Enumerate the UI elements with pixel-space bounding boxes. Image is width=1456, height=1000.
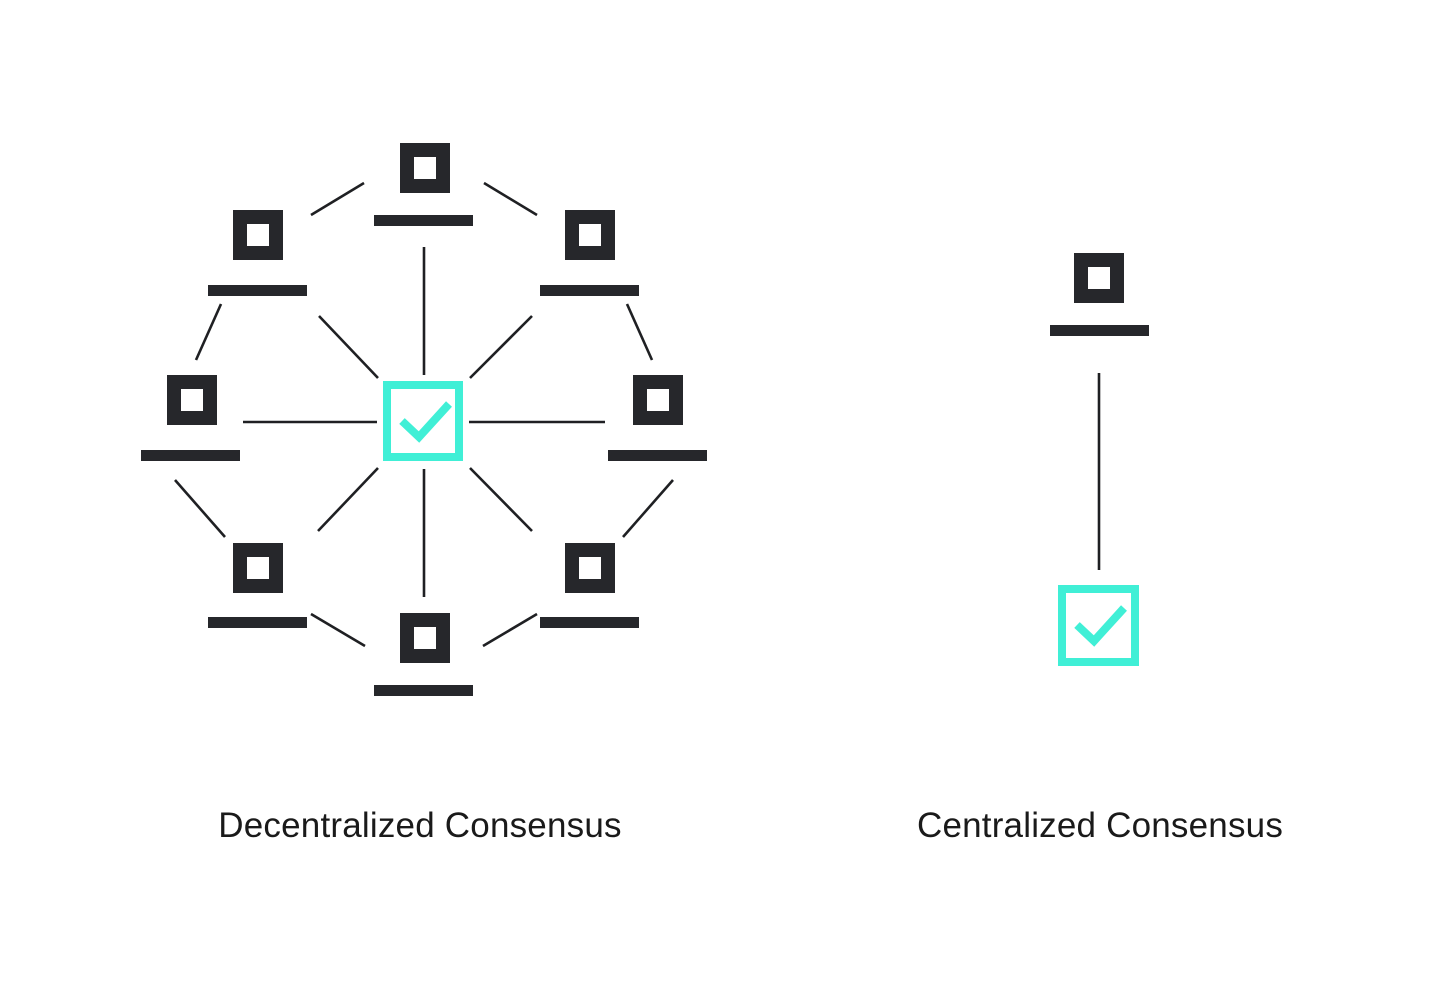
node-authority-square-icon <box>1074 253 1124 303</box>
centralized-check-box-border <box>1058 585 1139 666</box>
node-authority[interactable] <box>1050 253 1149 336</box>
node-sw[interactable] <box>208 543 307 628</box>
node-ne-bar-icon <box>540 285 639 296</box>
decentralized-check-box-border <box>383 381 463 461</box>
ring-link-ne-e <box>625 303 654 361</box>
node-se[interactable] <box>540 543 639 628</box>
node-n-bar-icon <box>374 215 473 226</box>
hub-spokes <box>243 247 605 597</box>
spoke-south-east <box>469 467 533 532</box>
ring-link-w-nw <box>194 303 223 361</box>
node-w-square-icon <box>167 375 217 425</box>
ring-links <box>174 181 674 648</box>
decentralized-check-box-bg <box>387 385 459 457</box>
decentralized-panel <box>141 143 707 696</box>
decentralized-checkmark-icon <box>399 401 452 443</box>
node-nw[interactable] <box>208 210 307 296</box>
node-e-square-icon <box>633 375 683 425</box>
caption-centralized: Centralized Consensus <box>916 806 1284 845</box>
ring-link-sw-s <box>310 612 366 648</box>
centralized-panel <box>1050 253 1149 666</box>
node-w-bar-icon <box>141 450 240 461</box>
node-n-square-icon <box>400 143 450 193</box>
caption-decentralized: Decentralized Consensus <box>218 806 622 845</box>
node-s-bar-icon <box>374 685 473 696</box>
node-se-square-icon <box>565 543 615 593</box>
node-ne[interactable] <box>540 210 639 296</box>
node-nw-square-icon <box>233 210 283 260</box>
decentralized-check-square-icon[interactable] <box>383 381 463 461</box>
node-s[interactable] <box>374 613 473 696</box>
node-ne-square-icon <box>565 210 615 260</box>
ring-link-e-se <box>622 479 674 538</box>
ring-link-s-se <box>482 612 538 648</box>
centralized-check-box-bg <box>1062 589 1135 662</box>
node-sw-bar-icon <box>208 617 307 628</box>
node-s-square-icon <box>400 613 450 663</box>
spoke-north-west <box>318 315 379 379</box>
node-n[interactable] <box>374 143 473 226</box>
ring-link-w-sw <box>174 479 226 538</box>
node-e-bar-icon <box>608 450 707 461</box>
ring-link-n-ne <box>483 181 538 217</box>
node-nw-bar-icon <box>208 285 307 296</box>
spoke-north-east <box>469 315 533 379</box>
spoke-south-west <box>317 467 379 532</box>
node-w[interactable] <box>141 375 240 461</box>
centralized-checkmark-icon <box>1074 605 1127 647</box>
node-e[interactable] <box>608 375 707 461</box>
node-authority-bar-icon <box>1050 325 1149 336</box>
ring-link-nw-n <box>310 181 365 217</box>
node-se-bar-icon <box>540 617 639 628</box>
node-sw-square-icon <box>233 543 283 593</box>
centralized-check-square-icon[interactable] <box>1058 585 1139 666</box>
